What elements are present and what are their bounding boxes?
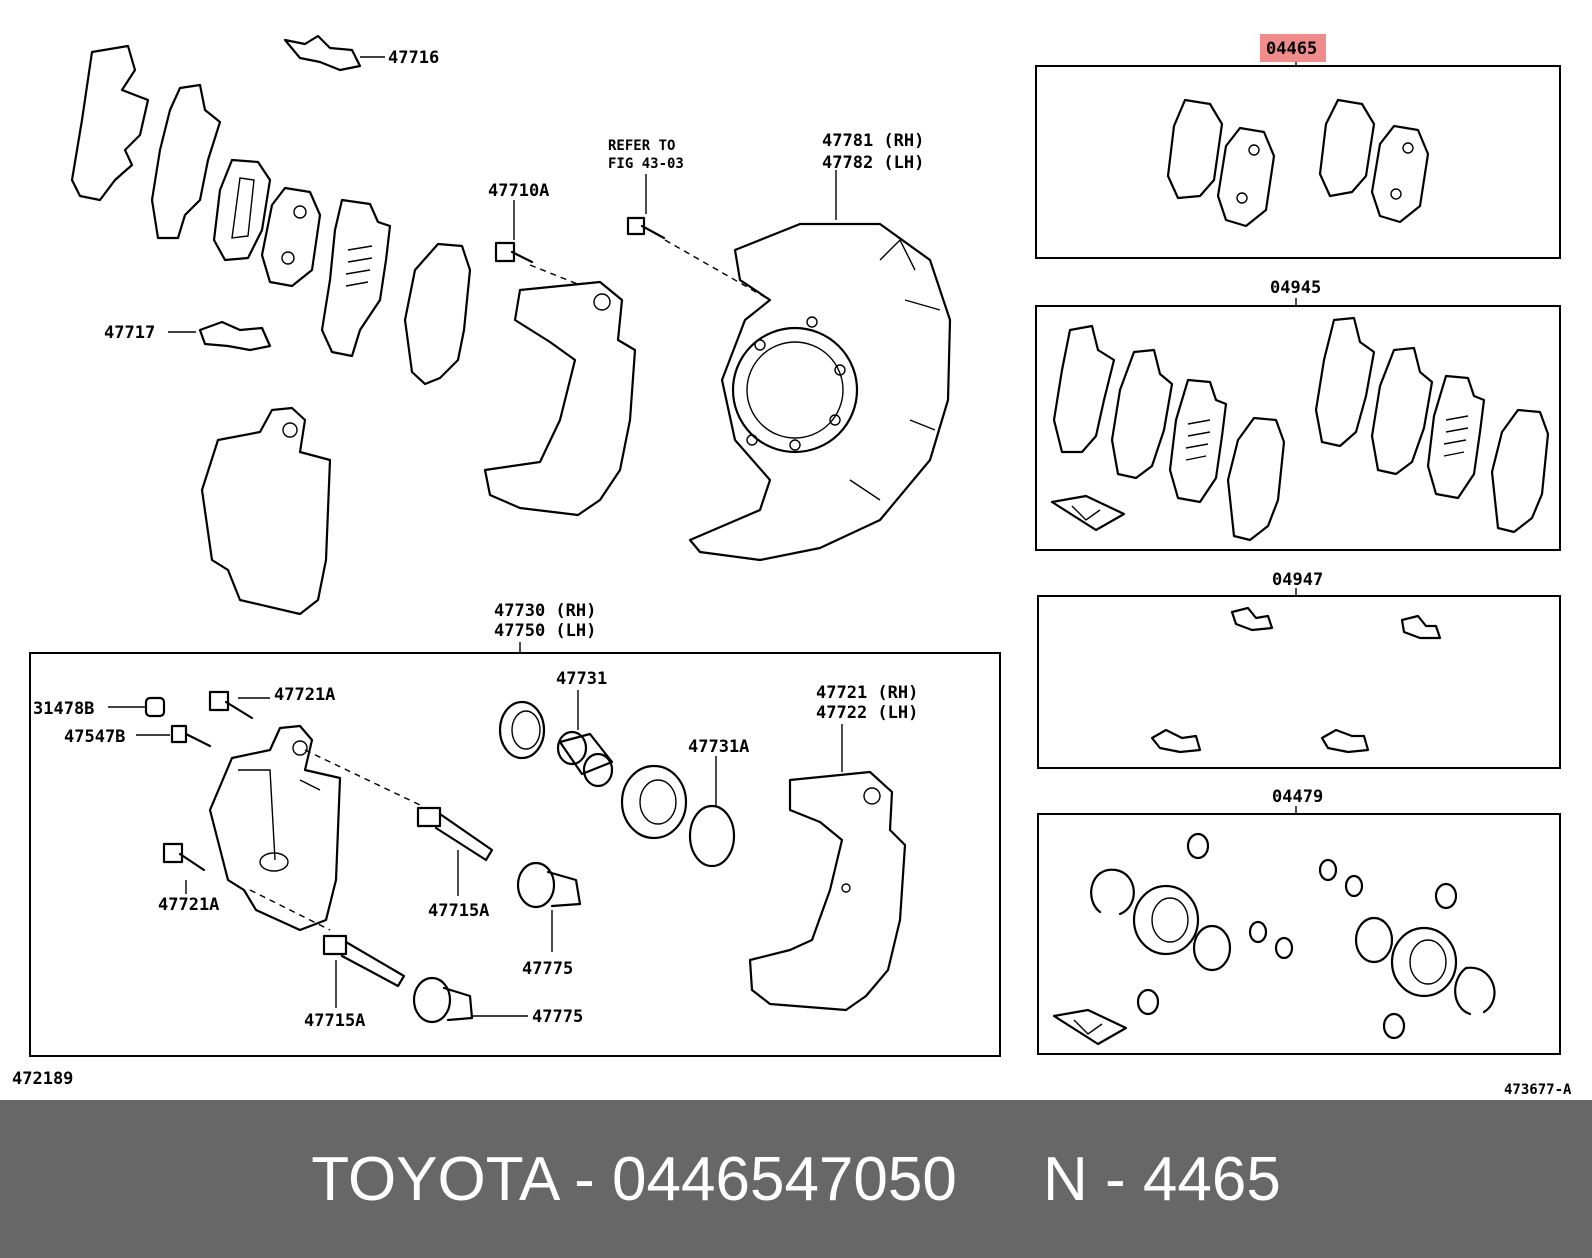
shim-kit-box (1035, 305, 1561, 551)
label-47715A-bot: 47715A (304, 1011, 365, 1031)
shim-kit-shims (1050, 316, 1550, 542)
anti-rattle-spring-47717 (198, 320, 272, 352)
seal-kit-box (1037, 813, 1561, 1055)
label-47722: 47722 (LH) (816, 703, 918, 723)
label-code-left: 472189 (12, 1069, 73, 1089)
piston (556, 730, 614, 788)
footer-gap (957, 1144, 1043, 1215)
pad-kit-pad-1 (1166, 98, 1224, 200)
label-refer-to: REFER TO (608, 138, 675, 154)
pad-wear-indicator-plate (403, 242, 472, 386)
anti-rattle-spring-47716 (283, 34, 362, 72)
pad-kit-pad-4 (1370, 124, 1430, 224)
bleeder-plug (170, 724, 212, 748)
label-code-right: 473677-A (1504, 1082, 1572, 1098)
anti-squeal-shim-inner (150, 83, 222, 240)
label-47547B: 47547B (64, 727, 125, 747)
label-47716: 47716 (388, 48, 439, 68)
caliper-assembly-box (29, 652, 1001, 1057)
highlight-04465 (1260, 34, 1326, 62)
caliper-cylinder-housing (208, 724, 342, 932)
label-47721A-top: 47721A (274, 685, 335, 705)
slide-bushing-boot-bottom (412, 976, 474, 1024)
spring-kit-box (1037, 595, 1561, 769)
brake-pad-inner (260, 186, 322, 288)
label-04945: 04945 (1270, 278, 1321, 298)
bolt-refer-fig (626, 216, 666, 240)
pad-kit-pad-3 (1318, 98, 1376, 198)
label-47750: 47750 (LH) (494, 621, 596, 641)
disc-brake-cylinder-mounting-upper (483, 280, 637, 517)
pad-support-plate (320, 198, 392, 358)
bolt-47721A-bottom (162, 842, 206, 872)
bolt-47721A-top (208, 690, 254, 720)
pad-kit-pad-2 (1216, 126, 1276, 228)
caliper-cylinder-housing-upper (200, 406, 332, 616)
piston-seal-dust-boot (620, 764, 688, 840)
parts-diagram: 47716 47717 47710A REFER TO FIG 43-03 47… (12, 34, 1572, 1098)
seal-kit-seals (1052, 832, 1496, 1046)
label-47710A: 47710A (488, 181, 549, 201)
label-04479: 04479 (1272, 787, 1323, 807)
label-47782: 47782 (LH) (822, 153, 924, 173)
bleeder-plug-cap (144, 696, 166, 718)
label-47721: 47721 (RH) (816, 683, 918, 703)
label-47731A: 47731A (688, 737, 749, 757)
label-47715A-mid: 47715A (428, 901, 489, 921)
footer-part-number: TOYOTA - 0446547050 (311, 1144, 957, 1214)
label-47731: 47731 (556, 669, 607, 689)
bolt-47710A (494, 241, 534, 264)
label-47721A-bot: 47721A (158, 895, 219, 915)
brake-pad-outer (212, 158, 272, 262)
label-47781: 47781 (RH) (822, 131, 924, 151)
label-31478B: 31478B (33, 699, 94, 719)
label-04947: 04947 (1272, 570, 1323, 590)
footer-banner: TOYOTA - 0446547050 N - 4465 (0, 1100, 1592, 1258)
pad-kit-box (1035, 65, 1561, 259)
label-04465: 04465 (1266, 39, 1317, 59)
slide-pin-47715A-mid (416, 806, 494, 862)
label-47775-bot: 47775 (532, 1007, 583, 1027)
disc-brake-dust-cover (688, 222, 952, 562)
spring-kit-springs (1150, 606, 1442, 754)
slide-bushing-boot-mid (516, 861, 582, 909)
cylinder-boot (498, 700, 546, 760)
label-47717: 47717 (104, 323, 155, 343)
label-47775-mid: 47775 (522, 959, 573, 979)
anti-squeal-shim-outer (70, 44, 150, 202)
label-47730: 47730 (RH) (494, 601, 596, 621)
slide-pin-47715A-bottom (322, 934, 406, 988)
label-refer-fig: FIG 43-03 (608, 156, 684, 172)
footer-code: N - 4465 (1043, 1144, 1281, 1214)
piston-seal-ring (688, 804, 736, 868)
disc-brake-cylinder-mounting (748, 770, 907, 1012)
